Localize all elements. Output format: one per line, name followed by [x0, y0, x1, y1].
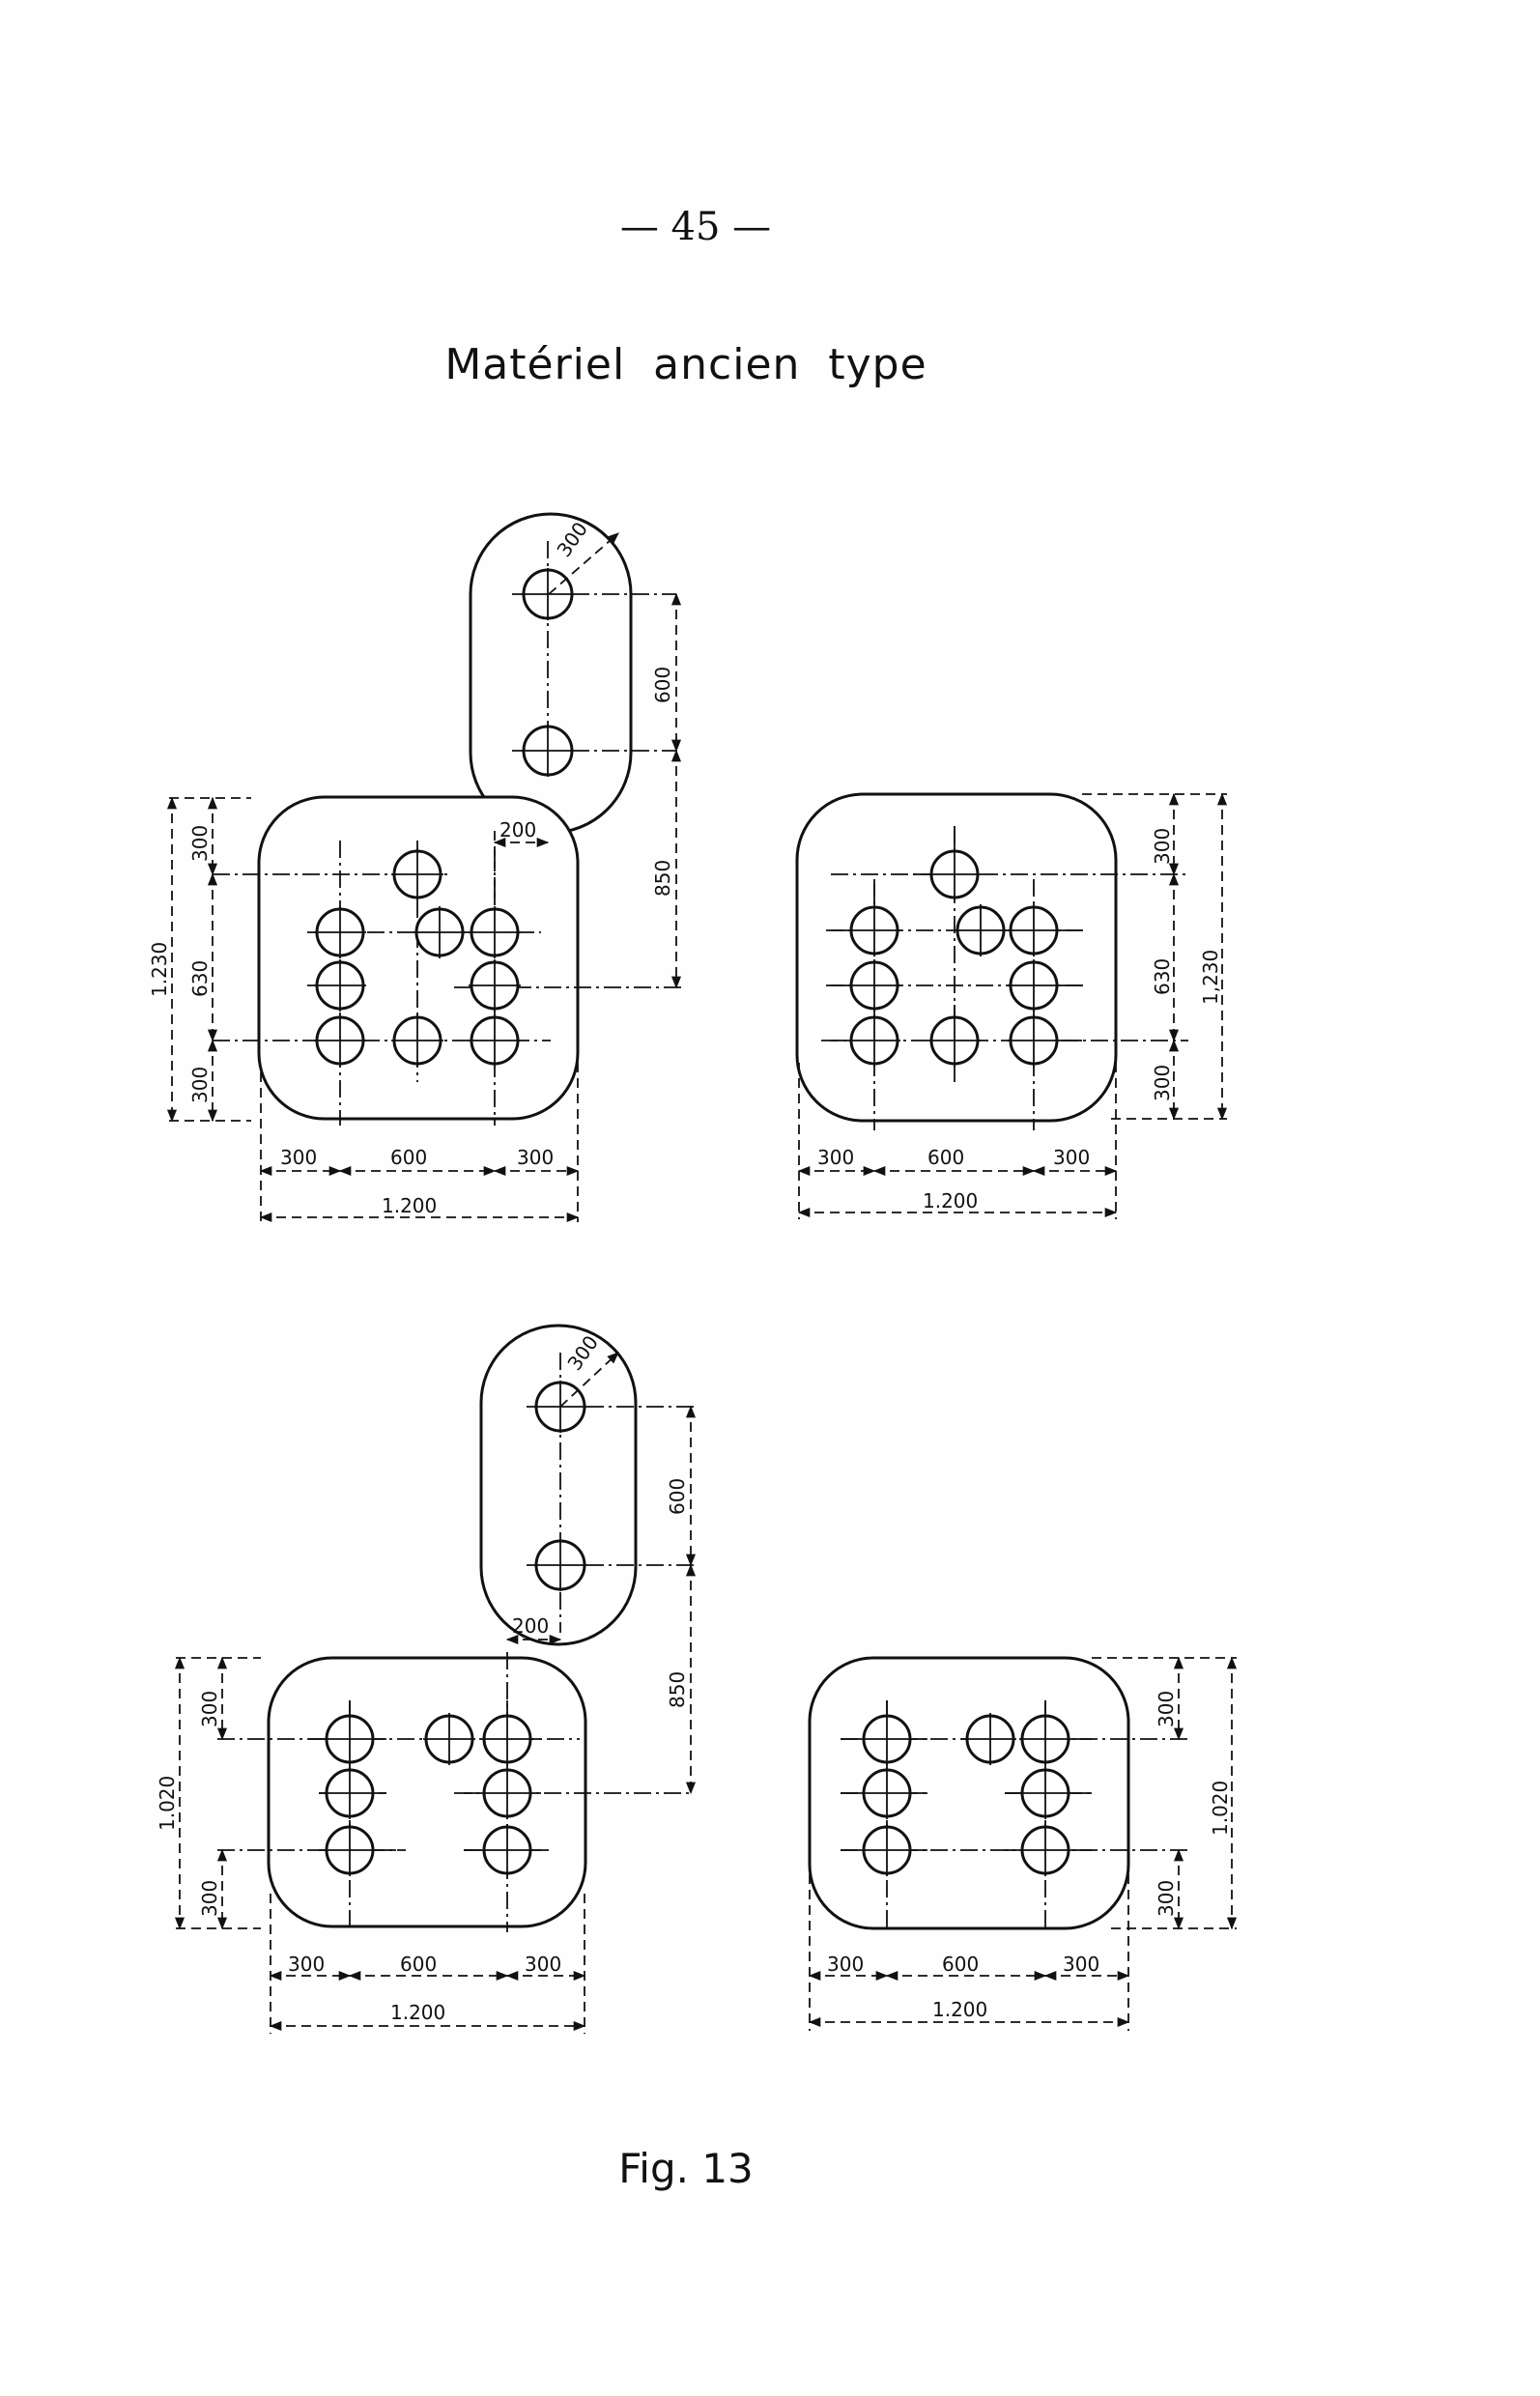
dim-label: 1.200 — [932, 1998, 987, 2021]
dim-label: 300 — [198, 1691, 221, 1727]
dim-label: 600 — [927, 1146, 964, 1169]
dim-label: 300 — [188, 825, 212, 862]
dim-label: 600 — [651, 667, 674, 703]
dim-label: 1,230 — [1199, 950, 1222, 1005]
page-title: Matériel ancien type — [444, 340, 927, 389]
dim-label: 300 — [562, 1331, 603, 1375]
dim-label: 300 — [525, 1953, 561, 1976]
dim-label: 300 — [198, 1880, 221, 1917]
figure-caption: Fig. 13 — [618, 2145, 754, 2192]
dim-label: 300 — [1155, 1880, 1178, 1917]
upper-plate-outline — [469, 512, 633, 835]
dim-label: 300 — [1151, 828, 1174, 865]
dim-label: 300 — [188, 1067, 212, 1103]
dim-label: 600 — [390, 1146, 427, 1169]
dim-label: 630 — [188, 960, 212, 997]
dim-label: 600 — [400, 1953, 437, 1976]
dim-label: 300 — [827, 1953, 864, 1976]
diagram-bottom-right: 300 300 1.020 300 600 300 1.200 — [808, 1656, 1238, 2031]
dim-label: 300 — [1063, 1953, 1099, 1976]
diagram-top-left: 300 600 850 200 300 630 300 1.230 300 60… — [148, 512, 684, 1223]
dim-label: 300 — [1151, 1065, 1174, 1101]
dim-label: 1.200 — [382, 1194, 437, 1217]
dim-label: 850 — [651, 860, 674, 897]
dim-label: 1.230 — [148, 942, 171, 997]
diagram-top-right: 300 630 300 1,230 300 600 300 1.200 — [795, 792, 1228, 1219]
plate-outline — [795, 792, 1118, 1123]
dim-label: 300 — [288, 1953, 325, 1976]
dim-label: 600 — [666, 1478, 689, 1515]
dim-label: 200 — [512, 1614, 549, 1638]
dim-label: 850 — [666, 1671, 689, 1708]
dim-label: 1.020 — [156, 1776, 179, 1831]
dim-label: 600 — [942, 1953, 979, 1976]
dim-label: 1.020 — [1209, 1781, 1232, 1836]
upper-plate-outline — [479, 1324, 638, 1646]
dim-label: 1.200 — [390, 2001, 445, 2024]
dim-label: 1.200 — [923, 1189, 978, 1212]
plate-outline — [257, 795, 580, 1121]
dim-label: 630 — [1151, 958, 1174, 995]
dim-label: 300 — [552, 518, 592, 561]
plate-outline — [267, 1656, 587, 1928]
dim-label: 300 — [1053, 1146, 1090, 1169]
dim-label: 300 — [517, 1146, 554, 1169]
dim-label: 300 — [280, 1146, 317, 1169]
dim-label: 300 — [1155, 1691, 1178, 1727]
dim-label: 300 — [817, 1146, 854, 1169]
dim-label: 200 — [499, 818, 536, 841]
diagram-bottom-left: 300 600 850 200 300 300 1.020 300 600 30… — [156, 1324, 697, 2034]
page-number: — 45 — — [619, 205, 772, 249]
